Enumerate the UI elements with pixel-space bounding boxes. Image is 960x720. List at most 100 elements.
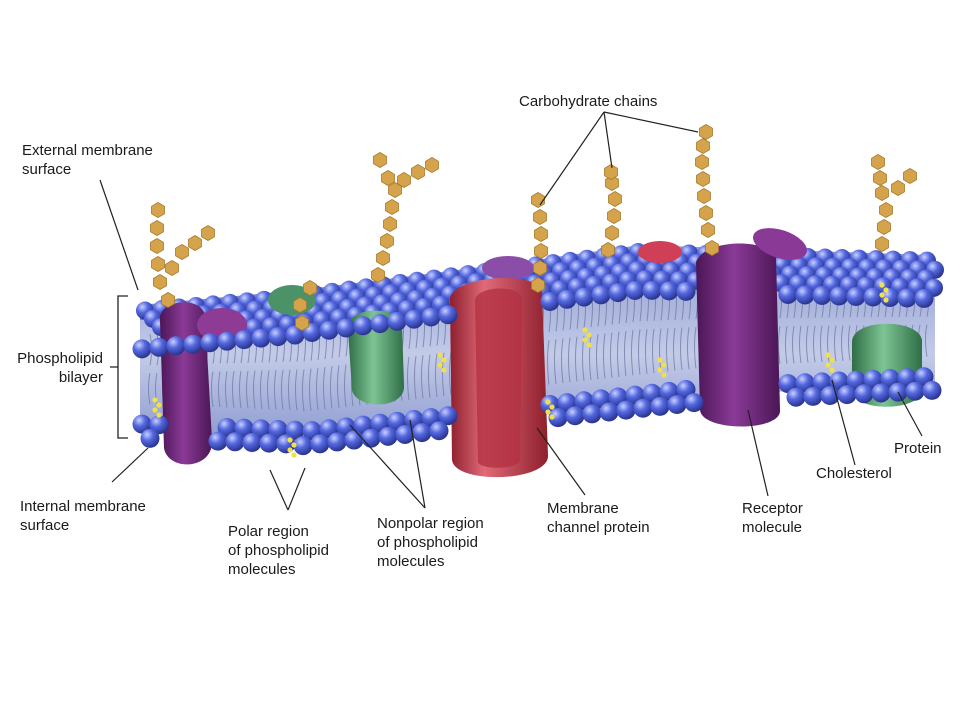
lipid-head bbox=[846, 286, 866, 306]
sugar-unit bbox=[383, 216, 397, 232]
lipid-head bbox=[132, 339, 152, 359]
lipid-head bbox=[880, 288, 900, 307]
sugar-unit bbox=[531, 277, 545, 293]
sugar-unit bbox=[608, 191, 622, 207]
cholesterol-molecule bbox=[883, 297, 889, 303]
sugar-unit bbox=[604, 164, 618, 180]
external-surface-label-line2: surface bbox=[22, 161, 72, 178]
cholesterol-molecule bbox=[291, 452, 297, 458]
lipid-head bbox=[268, 327, 288, 347]
cholesterol-molecule bbox=[582, 337, 588, 343]
lipid-head bbox=[676, 281, 696, 301]
sugar-unit bbox=[385, 199, 399, 215]
lipid-head bbox=[353, 316, 373, 336]
lipid-head bbox=[574, 287, 594, 307]
cholesterol-molecule bbox=[549, 414, 555, 420]
sugar-unit bbox=[380, 233, 394, 249]
sugar-unit bbox=[397, 172, 411, 188]
sugar-unit bbox=[201, 225, 215, 241]
lipid-head bbox=[812, 285, 832, 305]
cholesterol-molecule bbox=[437, 362, 443, 368]
lipid-head bbox=[200, 333, 220, 353]
lipid-head bbox=[854, 384, 874, 404]
phospholipid-bilayer-label-line1: Phospholipid bbox=[17, 350, 103, 367]
internal-surface-label-line2: surface bbox=[20, 517, 70, 534]
lipid-head bbox=[650, 396, 670, 416]
cholesterol-molecule bbox=[586, 332, 592, 338]
lipid-head bbox=[667, 395, 687, 415]
sugar-unit bbox=[697, 188, 711, 204]
lipid-head bbox=[548, 408, 568, 428]
lipid-head bbox=[540, 292, 560, 311]
lipid-head bbox=[166, 336, 186, 356]
cholesterol-molecule bbox=[661, 362, 667, 368]
lipid-head bbox=[217, 417, 237, 437]
lipid-head bbox=[625, 280, 645, 300]
sugar-unit bbox=[411, 164, 425, 180]
leader-internal bbox=[111, 447, 149, 483]
sugar-unit bbox=[903, 168, 917, 184]
sugar-unit bbox=[699, 124, 713, 140]
sugar-unit bbox=[605, 225, 619, 241]
lipid-head bbox=[268, 420, 288, 440]
cholesterol-molecule bbox=[545, 399, 551, 405]
sugar-unit bbox=[871, 154, 885, 170]
cholesterol-molecule bbox=[291, 442, 297, 448]
sugar-unit bbox=[175, 244, 189, 260]
lipid-head bbox=[633, 398, 653, 418]
cholesterol-molecule bbox=[287, 447, 293, 453]
sugar-unit bbox=[601, 242, 615, 258]
lipid-head bbox=[565, 406, 585, 426]
cholesterol-molecule bbox=[661, 372, 667, 378]
lipid-head bbox=[557, 289, 577, 309]
sugar-unit bbox=[150, 238, 164, 254]
sugar-unit bbox=[150, 220, 164, 236]
lipid-head bbox=[829, 286, 849, 306]
sugar-unit bbox=[303, 280, 317, 296]
lipid-head bbox=[599, 402, 619, 422]
lipid-head bbox=[642, 280, 662, 300]
sugar-unit bbox=[696, 171, 710, 187]
lipid-head bbox=[837, 385, 857, 405]
channel-protein-label-line2: channel protein bbox=[547, 519, 650, 536]
channel-pore bbox=[475, 288, 522, 468]
lipid-head bbox=[132, 414, 152, 434]
lipid-head bbox=[251, 328, 271, 348]
cholesterol-molecule bbox=[582, 327, 588, 333]
cholesterol-molecule bbox=[152, 407, 158, 413]
cholesterol-molecule bbox=[657, 357, 663, 363]
sugar-unit bbox=[879, 202, 893, 218]
sugar-unit bbox=[293, 297, 307, 313]
sugar-unit bbox=[151, 202, 165, 218]
lipid-head bbox=[370, 314, 390, 334]
lipid-head bbox=[285, 325, 305, 345]
sugar-unit bbox=[605, 175, 619, 191]
leader-polar-1 bbox=[269, 469, 289, 511]
lipid-head bbox=[140, 428, 160, 448]
cholesterol-molecule bbox=[825, 352, 831, 358]
lipid-head bbox=[361, 428, 381, 448]
sugar-unit bbox=[696, 138, 710, 154]
sugar-unit bbox=[875, 185, 889, 201]
cholesterol-molecule bbox=[152, 397, 158, 403]
sugar-unit bbox=[533, 209, 547, 225]
leader-nonpolar-2 bbox=[409, 419, 426, 509]
cholesterol-molecule bbox=[156, 412, 162, 418]
lipid-head bbox=[608, 283, 628, 303]
lipid-head bbox=[922, 380, 942, 400]
lipid-head bbox=[234, 418, 254, 438]
lipid-head bbox=[905, 381, 925, 401]
lipid-head bbox=[327, 432, 347, 452]
receptor-binding-site bbox=[753, 228, 807, 260]
sugar-unit bbox=[531, 192, 545, 208]
sugar-unit bbox=[873, 170, 887, 186]
lipid-head bbox=[684, 393, 704, 413]
lipid-head bbox=[412, 423, 432, 443]
bilayer-bracket bbox=[110, 295, 128, 439]
cholesterol-molecule bbox=[829, 367, 835, 373]
lipid-head bbox=[149, 415, 169, 435]
lipid-head bbox=[778, 284, 798, 304]
lipid-head bbox=[387, 311, 407, 331]
lipid-head bbox=[438, 406, 458, 426]
